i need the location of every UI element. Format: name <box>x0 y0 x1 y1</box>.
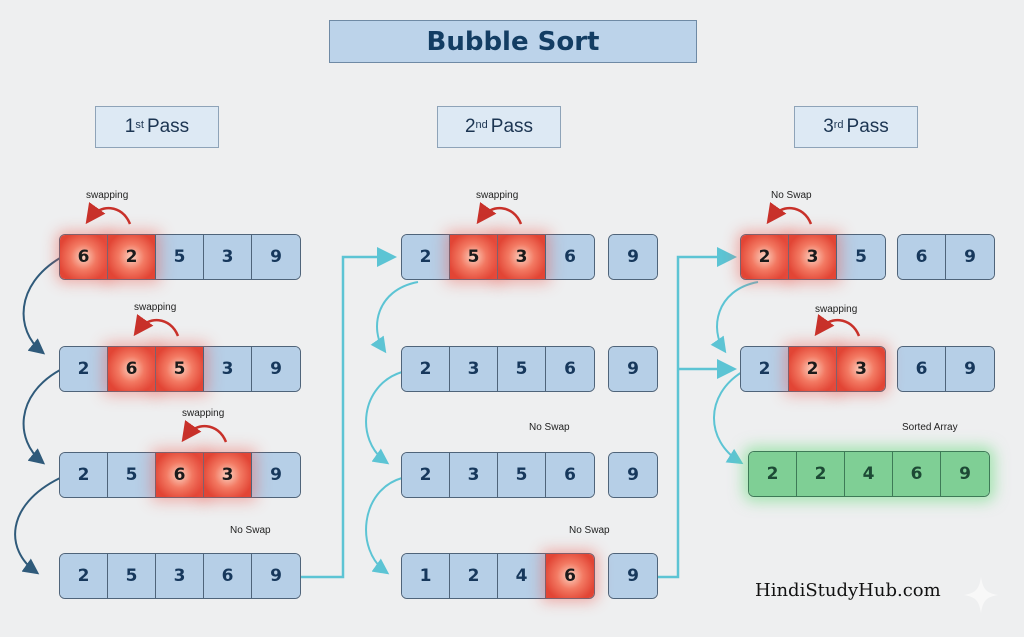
array-cell: 5 <box>498 453 546 497</box>
array-row: 2 5 6 3 9 <box>59 452 301 498</box>
array-cell: 9 <box>252 554 300 598</box>
pass3-flow-arrows <box>656 247 759 579</box>
step-label: swapping <box>182 408 225 419</box>
array-cell: 3 <box>498 235 546 279</box>
array-cell: 5 <box>156 235 204 279</box>
array-cell: 2 <box>402 235 450 279</box>
array-cell: 9 <box>609 235 657 279</box>
array-row: 2 6 5 3 9 <box>59 346 301 392</box>
array-cell: 2 <box>450 554 498 598</box>
array-row: 2 5 3 6 <box>401 234 595 280</box>
sorted-array-label: Sorted Array <box>902 422 958 433</box>
array-cell: 5 <box>498 347 546 391</box>
sparkle-icon <box>964 577 998 613</box>
array-cell: 3 <box>450 453 498 497</box>
sorted-cell-group: 9 <box>608 234 658 280</box>
step-label: swapping <box>86 190 129 201</box>
array-cell: 6 <box>156 453 204 497</box>
step-label: No Swap <box>529 422 570 433</box>
array-cell: 9 <box>609 453 657 497</box>
array-cell: 6 <box>204 554 252 598</box>
array-cell: 9 <box>252 453 300 497</box>
step-label: No Swap <box>771 190 812 201</box>
sorted-cell-group: 9 <box>608 553 658 599</box>
array-cell: 5 <box>108 554 156 598</box>
array-cell: 2 <box>789 347 837 391</box>
array-row: 2 3 5 <box>740 234 886 280</box>
array-cell: 9 <box>252 235 300 279</box>
array-cell: 3 <box>204 453 252 497</box>
sorted-cell-group: 6 9 <box>897 346 995 392</box>
watermark: HindiStudyHub.com <box>755 580 941 601</box>
step-label: No Swap <box>569 525 610 536</box>
array-cell: 6 <box>108 347 156 391</box>
pass1-flow-arrows <box>14 257 61 575</box>
array-cell: 2 <box>402 347 450 391</box>
array-row: 2 2 3 <box>740 346 886 392</box>
array-cell: 2 <box>402 453 450 497</box>
array-cell: 9 <box>252 347 300 391</box>
array-cell: 2 <box>60 554 108 598</box>
array-cell: 6 <box>60 235 108 279</box>
array-cell: 6 <box>546 235 594 279</box>
array-cell: 9 <box>609 554 657 598</box>
array-cell: 6 <box>893 452 941 496</box>
array-cell: 2 <box>741 235 789 279</box>
array-cell: 9 <box>941 452 989 496</box>
array-cell: 2 <box>741 347 789 391</box>
array-cell: 2 <box>749 452 797 496</box>
array-cell: 5 <box>108 453 156 497</box>
array-cell: 6 <box>546 554 594 598</box>
array-cell: 4 <box>845 452 893 496</box>
step-label: swapping <box>134 302 177 313</box>
array-cell: 3 <box>789 235 837 279</box>
array-cell: 2 <box>108 235 156 279</box>
array-cell: 9 <box>946 235 994 279</box>
array-cell: 3 <box>204 235 252 279</box>
step-label: No Swap <box>230 525 271 536</box>
array-row: 2 3 5 6 <box>401 346 595 392</box>
array-row: 2 3 5 6 <box>401 452 595 498</box>
step-label: swapping <box>815 304 858 315</box>
array-cell: 9 <box>946 347 994 391</box>
array-cell: 3 <box>156 554 204 598</box>
sorted-cell-group: 6 9 <box>897 234 995 280</box>
array-cell: 2 <box>60 453 108 497</box>
array-cell: 6 <box>898 235 946 279</box>
sorted-cell-group: 9 <box>608 452 658 498</box>
array-cell: 3 <box>204 347 252 391</box>
array-cell: 5 <box>837 235 885 279</box>
array-cell: 9 <box>609 347 657 391</box>
pass2-flow-arrows <box>300 247 419 579</box>
array-row: 1 2 4 6 <box>401 553 595 599</box>
array-cell: 3 <box>837 347 885 391</box>
step-label: swapping <box>476 190 519 201</box>
array-cell: 5 <box>450 235 498 279</box>
page-title: Bubble Sort <box>329 20 697 63</box>
sorted-array: 2 2 4 6 9 <box>748 451 990 497</box>
array-cell: 6 <box>546 453 594 497</box>
array-cell: 6 <box>898 347 946 391</box>
array-cell: 6 <box>546 347 594 391</box>
array-row: 6 2 5 3 9 <box>59 234 301 280</box>
array-cell: 2 <box>797 452 845 496</box>
sorted-cell-group: 9 <box>608 346 658 392</box>
array-cell: 1 <box>402 554 450 598</box>
array-cell: 3 <box>450 347 498 391</box>
array-cell: 4 <box>498 554 546 598</box>
array-cell: 5 <box>156 347 204 391</box>
array-row: 2 5 3 6 9 <box>59 553 301 599</box>
array-cell: 2 <box>60 347 108 391</box>
